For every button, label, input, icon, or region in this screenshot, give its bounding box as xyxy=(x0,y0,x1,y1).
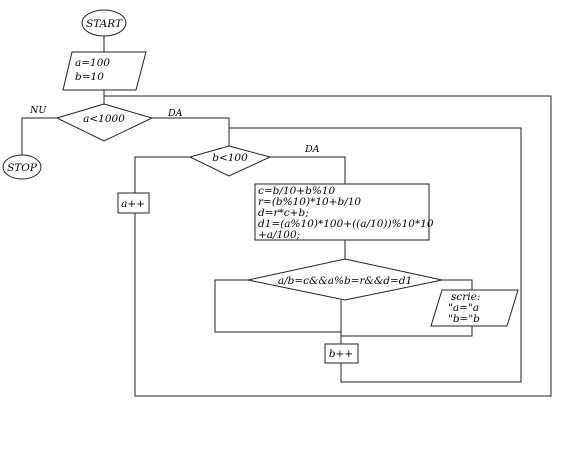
print-line-1: "a="a xyxy=(448,302,479,314)
compute-line-3: d=r*c+b; xyxy=(258,207,309,219)
increment-a-block: a++ xyxy=(117,192,150,214)
print-io-block: scrie: "a="a "b="b xyxy=(430,289,519,327)
increment-b-block: b++ xyxy=(324,343,359,364)
branch-yes-label-1: DA xyxy=(167,108,183,119)
branch-yes-label-2: DA xyxy=(304,144,320,155)
decision-a-lt-1000: a<1000 xyxy=(55,103,154,142)
print-line-2: "b="b xyxy=(448,313,480,325)
print-title: scrie: xyxy=(451,291,480,303)
start-terminal: START xyxy=(81,9,127,37)
compute-line-1: c=b/10+b%10 xyxy=(258,185,335,197)
start-label: START xyxy=(86,18,123,30)
decision-condition: a/b=c&&a%b=r&&d=d1 xyxy=(247,258,443,301)
compute-line-2: r=(b%10)*10+b/10 xyxy=(258,196,361,208)
branch-no-label: NU xyxy=(29,105,47,116)
init-io-block: a=100 b=10 xyxy=(62,51,147,91)
decision-condition-label: a/b=c&&a%b=r&&d=d1 xyxy=(278,275,412,287)
compute-block: c=b/10+b%10 r=(b%10)*10+b/10 d=r*c+b; d1… xyxy=(254,183,434,241)
increment-b-label: b++ xyxy=(329,348,353,360)
compute-line-5: +a/100; xyxy=(258,229,300,241)
decision-b-label: b<100 xyxy=(212,152,248,164)
decision-b-lt-100: b<100 xyxy=(188,145,272,177)
connector-lines xyxy=(21,36,552,397)
decision-a-label: a<1000 xyxy=(83,113,125,125)
increment-a-label: a++ xyxy=(121,198,145,210)
init-line-2: b=10 xyxy=(75,71,104,83)
compute-line-4: d1=(a%10)*100+((a/10))%10*10 xyxy=(258,218,434,230)
stop-terminal: STOP xyxy=(2,154,42,180)
stop-label: STOP xyxy=(7,162,38,174)
init-line-1: a=100 xyxy=(75,57,110,69)
